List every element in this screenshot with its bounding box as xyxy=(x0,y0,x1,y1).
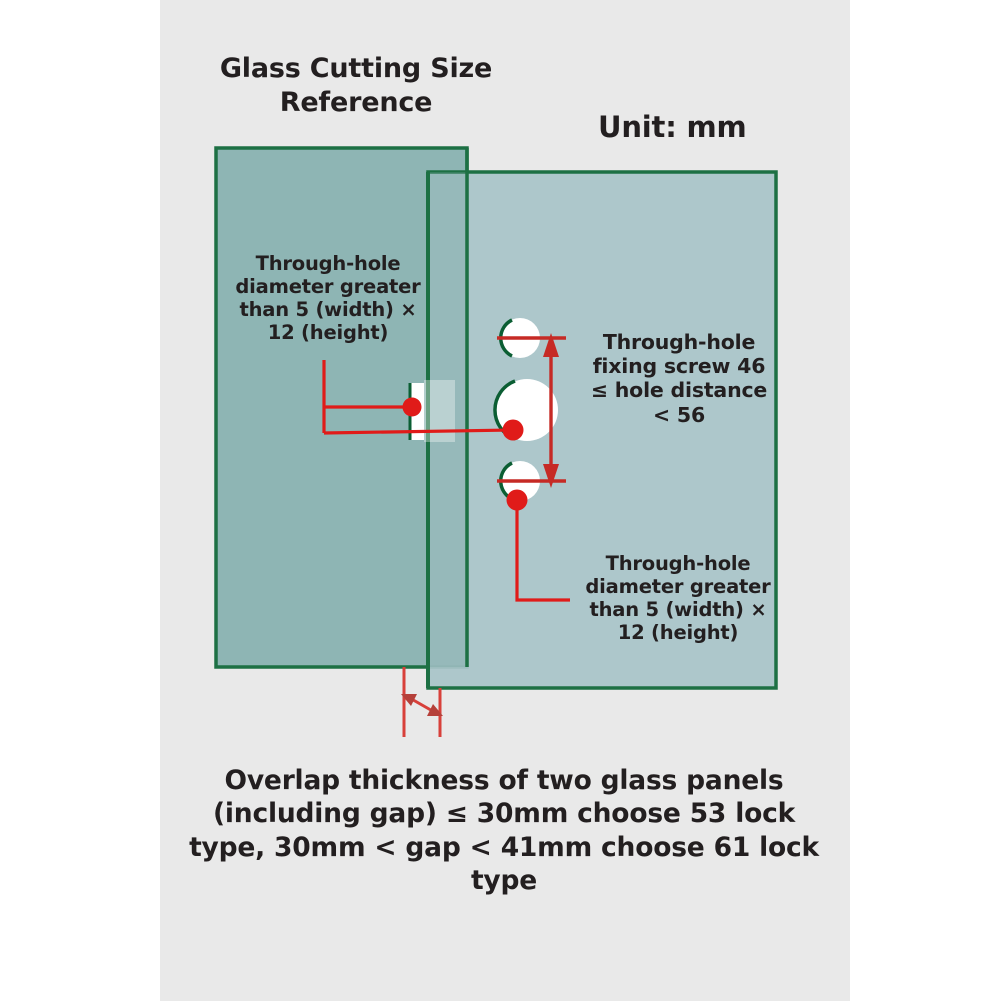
overlap-arrowhead-right xyxy=(427,704,443,716)
screw-distance-dimension xyxy=(497,336,566,483)
leader-bottom-hole xyxy=(515,500,570,602)
note-screw-hole-distance: Through-hole fixing screw 46 ≤ hole dist… xyxy=(590,330,768,427)
note-bottom-right-through-hole: Through-hole diameter greater than 5 (wi… xyxy=(585,552,771,644)
center-hole-marker-dot xyxy=(502,419,524,441)
leader-to-center-hole xyxy=(323,428,513,435)
unit-label: Unit: mm xyxy=(598,110,747,144)
diagram-caption: Overlap thickness of two glass panels (i… xyxy=(189,765,819,897)
overlap-arrowhead-left xyxy=(401,694,417,706)
bottom-hole-marker-dot xyxy=(506,489,528,511)
dimension-arrowhead-down xyxy=(543,464,559,488)
left-leader-lines xyxy=(322,360,513,435)
slot-marker-dot xyxy=(402,397,422,417)
dimension-arrowhead-up xyxy=(543,333,559,357)
note-left-through-hole: Through-hole diameter greater than 5 (wi… xyxy=(235,252,421,344)
panel-overlap-region xyxy=(428,172,467,667)
page-title: Glass Cutting Size Reference xyxy=(219,53,493,118)
bottom-right-leader xyxy=(515,500,570,602)
